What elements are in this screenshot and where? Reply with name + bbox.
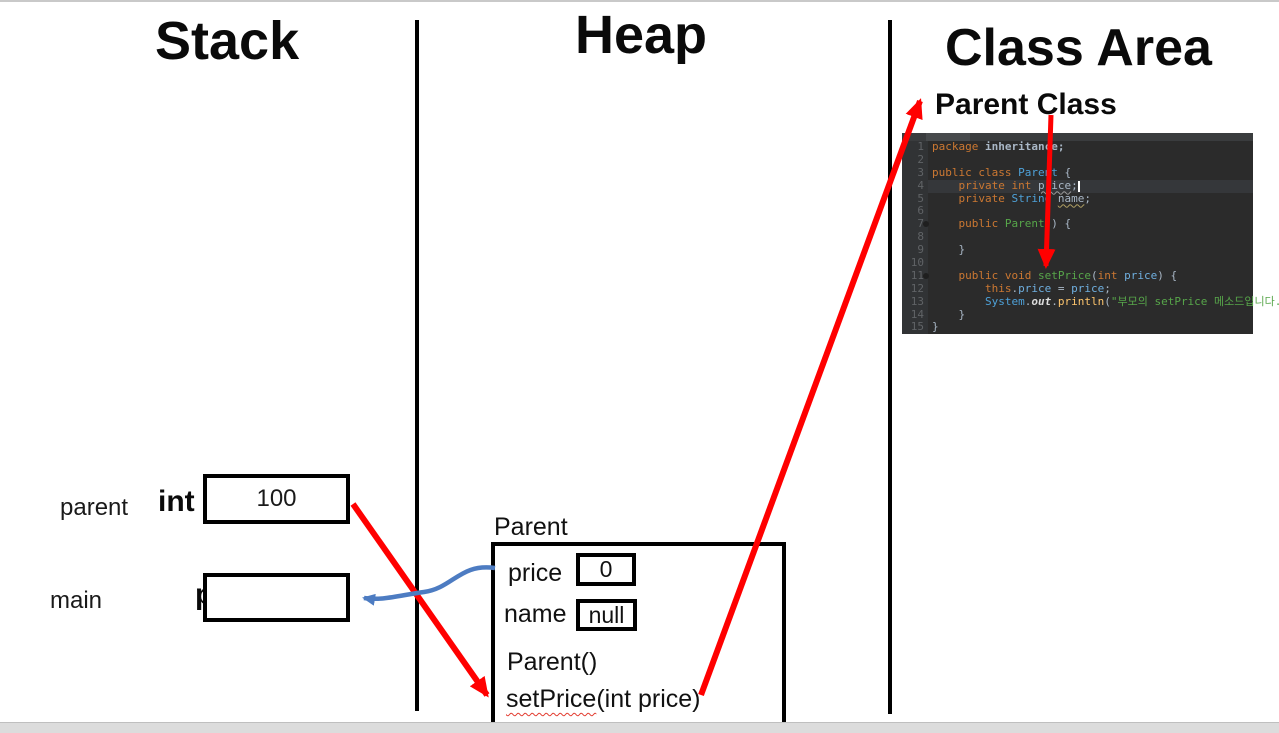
stack-frame-label-parent: parent [60, 494, 129, 521]
stack-int-value-box: 100 [203, 474, 350, 524]
heap-object-box: price 0 name null Parent() setPrice(int … [491, 542, 786, 729]
code-line: 13 System.out.println("부모의 setPrice 메소드입… [902, 295, 1279, 309]
red-arrow-int-to-setprice [350, 502, 490, 698]
stack-p-value-box [203, 573, 350, 622]
heap-setprice-name: setPrice [506, 685, 597, 713]
heap-name-value-box: null [576, 599, 637, 631]
editor-top-bar [902, 133, 1253, 141]
code-line: 15} [902, 321, 1253, 335]
slide-bottom-edge [0, 722, 1279, 733]
heap-price-value-box: 0 [576, 553, 636, 586]
heap-object-label: Parent [494, 513, 568, 541]
code-line: 5 private String name; [902, 192, 1253, 206]
heap-classarea-divider [888, 20, 892, 714]
editor-tab [926, 133, 970, 141]
code-line: 14 } [902, 308, 1253, 322]
heap-constructor-label: Parent() [507, 648, 598, 676]
code-line: 12 this.price = price; [902, 282, 1253, 296]
stack-int-value: 100 [256, 485, 297, 512]
blue-arrow-heap-to-p [362, 565, 496, 606]
heap-field-price-label: price [508, 559, 563, 587]
heap-price-value: 0 [599, 556, 613, 582]
heap-setprice-label: setPrice(int price) [506, 685, 701, 714]
code-line: 9 } [902, 243, 1253, 258]
heap-name-value: null [588, 601, 625, 628]
parent-class-label: Parent Class [935, 88, 1117, 121]
heap-setprice-args: (int price) [596, 685, 701, 713]
code-line: 7 public Parent() { [902, 217, 1253, 232]
stack-heap-divider [415, 20, 419, 711]
stack-var-int: int [158, 485, 195, 518]
stack-frame-label-main: main [50, 587, 103, 614]
heap-title: Heap [575, 5, 708, 65]
stack-title: Stack [155, 11, 300, 71]
class-area-title: Class Area [945, 19, 1212, 77]
heap-field-name-label: name [504, 600, 567, 628]
